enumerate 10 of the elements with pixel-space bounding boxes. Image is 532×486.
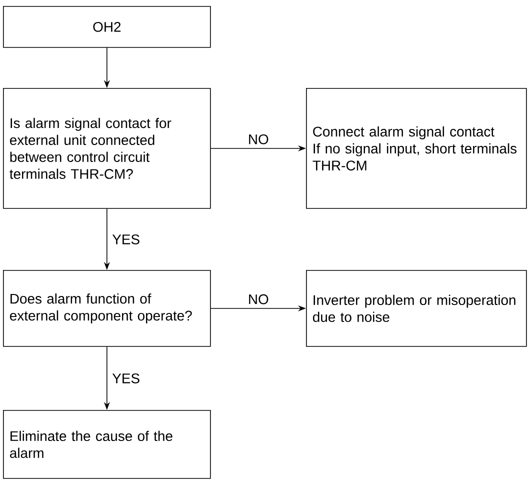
process-box: Connect alarm signal contact If no signal input, short terminals THR-CM <box>306 88 527 209</box>
edge-label: YES <box>112 234 140 244</box>
process-box: Inverter problem or misoperation due to noise <box>306 270 527 347</box>
edge-label: NO <box>249 294 268 304</box>
edge-label: NO <box>249 134 268 144</box>
process-box: Eliminate the cause of the alarm <box>3 410 211 479</box>
process-box: Does alarm function of external component operate? <box>3 270 211 347</box>
process-box: Is alarm signal contact for external unit connected between control circuit terminals THR-CM? <box>3 88 211 209</box>
edge-label: YES <box>112 373 140 384</box>
process-box: OH2 <box>3 6 211 48</box>
